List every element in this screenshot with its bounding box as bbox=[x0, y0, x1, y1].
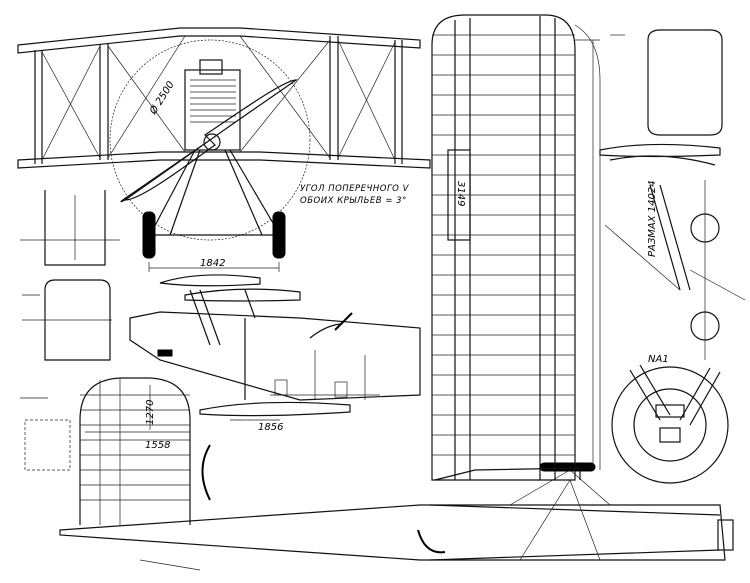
lower-wing-overlap bbox=[434, 467, 581, 481]
fuselage-side bbox=[129, 311, 421, 401]
propeller-hub bbox=[203, 133, 221, 151]
wheel-axle-fitting bbox=[629, 364, 721, 443]
span-label: РАЗМАХ 14024 bbox=[647, 180, 658, 257]
airfoil-section-detail bbox=[599, 143, 721, 158]
upper-wing-profile bbox=[159, 274, 261, 287]
wing-chord-label: 3149 bbox=[455, 181, 466, 206]
bracing-wires bbox=[41, 35, 396, 161]
left-wheel bbox=[142, 211, 156, 259]
right-wheel bbox=[272, 211, 286, 259]
left-detail-sections bbox=[20, 190, 120, 471]
wheel-side-detail bbox=[611, 366, 729, 484]
airfoil-section-lower bbox=[609, 155, 716, 166]
axle-wheels-plan bbox=[539, 462, 596, 472]
lower-wing-front bbox=[17, 151, 431, 169]
cockpit-interior bbox=[270, 350, 380, 400]
propeller-diameter-label: Ø 2500 bbox=[147, 79, 177, 117]
fuselage-plan-inner bbox=[429, 504, 721, 561]
undercarriage-front bbox=[149, 149, 281, 236]
wheel-hub-ring bbox=[633, 388, 707, 462]
stabilizer-ribs bbox=[80, 378, 190, 525]
tail-wheel bbox=[201, 444, 211, 501]
wing-tip-dash bbox=[574, 24, 601, 470]
nose-hub bbox=[717, 519, 734, 551]
stabilizer-span-label: 1558 bbox=[145, 440, 170, 451]
tank-section-detail bbox=[44, 279, 111, 361]
horizontal-stabilizer-plan bbox=[79, 377, 191, 525]
wing-center-profile bbox=[184, 288, 301, 302]
strut-detail bbox=[649, 184, 691, 291]
upper-wing-plan-outline bbox=[431, 14, 576, 481]
windscreen bbox=[334, 312, 353, 331]
detail-mark-label: NA1 bbox=[648, 354, 669, 365]
dihedral-caption-line1: УГОЛ ПОПЕРЕЧНОГО V bbox=[300, 184, 410, 194]
propeller-disc-circle bbox=[109, 39, 311, 241]
wing-ribs bbox=[432, 34, 575, 456]
tank-plan-detail bbox=[647, 29, 723, 136]
right-detail-sections: NA1 bbox=[599, 29, 746, 484]
wing-plan-view: 3149 РАЗМАХ 14024 bbox=[431, 14, 658, 481]
strut-section-detail bbox=[44, 190, 106, 266]
side-view: 1856 bbox=[129, 274, 421, 433]
propeller-blade-upper bbox=[204, 79, 298, 141]
fitting-detail bbox=[24, 419, 71, 471]
lower-wing-profile bbox=[199, 401, 351, 417]
engine-top bbox=[199, 59, 223, 75]
side-struts bbox=[189, 289, 256, 346]
exhaust-stub bbox=[157, 349, 173, 357]
dihedral-caption-line2: ОБОИХ КРЫЛЬЕВ = 3° bbox=[300, 196, 407, 206]
front-view: 1842 Ø 2500 УГОЛ ПОПЕРЕЧНОГО V ОБОИХ КРЫ… bbox=[17, 27, 431, 272]
fuselage-plan-outline bbox=[59, 504, 726, 561]
cockpit-ring bbox=[417, 529, 446, 554]
stabilizer-chord-label: 1270 bbox=[145, 400, 156, 425]
wheelbase-label: 1856 bbox=[258, 422, 283, 433]
aileron bbox=[447, 149, 471, 241]
track-label: 1842 bbox=[200, 258, 225, 269]
fuselage-plan-view bbox=[59, 462, 734, 571]
tail-plan-view: 1270 1558 bbox=[79, 377, 211, 525]
wing-spars bbox=[454, 16, 556, 480]
cockpit-edge bbox=[309, 323, 341, 339]
propeller-blade-lower bbox=[120, 139, 216, 203]
upper-wing-front bbox=[17, 27, 421, 54]
radiator-grille bbox=[190, 79, 236, 123]
plan-struts bbox=[509, 469, 611, 561]
interplane-struts bbox=[34, 36, 403, 164]
